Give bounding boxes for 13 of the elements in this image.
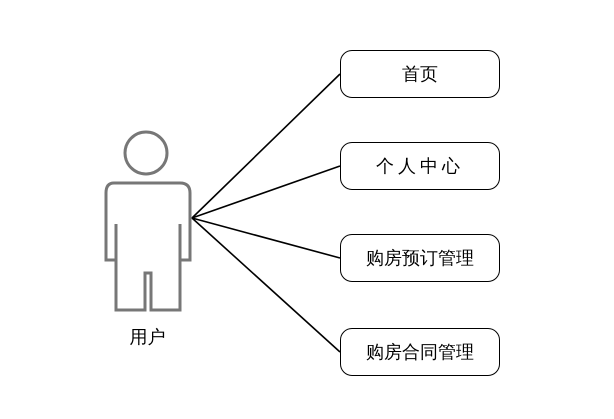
use-case-box <box>340 328 500 376</box>
use-case-box <box>340 50 500 98</box>
use-case-box <box>340 142 500 190</box>
connector-line <box>192 217 340 259</box>
use-case-box <box>340 234 500 282</box>
use-case-label: 首页 <box>402 63 438 86</box>
use-case-label: 购房预订管理 <box>366 247 474 270</box>
connector-line <box>192 165 340 219</box>
connector-line <box>191 217 341 353</box>
use-case-label: 购房合同管理 <box>366 341 474 364</box>
connector-line <box>191 73 341 219</box>
use-case-label: 个人中心 <box>376 155 464 178</box>
actor-label: 用户 <box>128 326 166 349</box>
